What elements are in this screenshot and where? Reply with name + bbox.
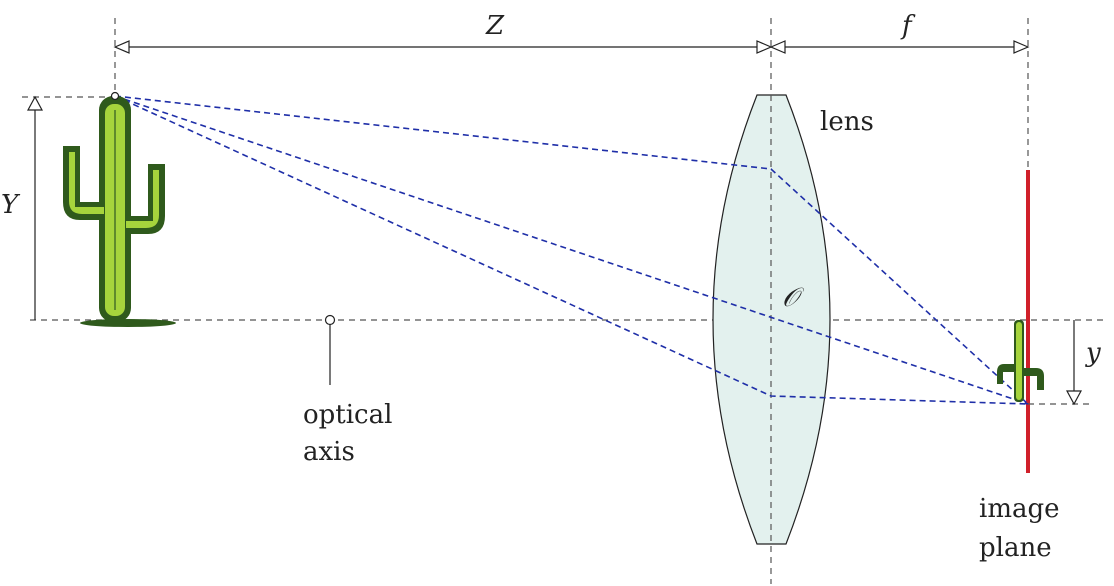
object-top-point (110, 91, 120, 101)
cactus-object (63, 96, 176, 327)
image-height-label: y (1085, 338, 1101, 368)
optical-axis-label-line2: axis (303, 437, 355, 467)
object-distance-label: Z (485, 11, 505, 41)
image-plane-label-line1: image (979, 494, 1060, 524)
cactus-image (997, 320, 1044, 402)
dimension-z (113, 40, 773, 54)
optical-axis-label-line1: optical (303, 400, 392, 430)
optical-axis-marker (324, 314, 336, 385)
lens-label: lens (820, 107, 874, 137)
light-rays (114, 95, 1029, 405)
dimension-y-image (1028, 320, 1090, 406)
focal-length-label: f (900, 11, 916, 41)
dimension-y-object (22, 95, 115, 320)
image-plane-label-line2: plane (979, 533, 1052, 563)
dimension-f (769, 40, 1030, 54)
object-height-label: Y (1, 190, 21, 220)
